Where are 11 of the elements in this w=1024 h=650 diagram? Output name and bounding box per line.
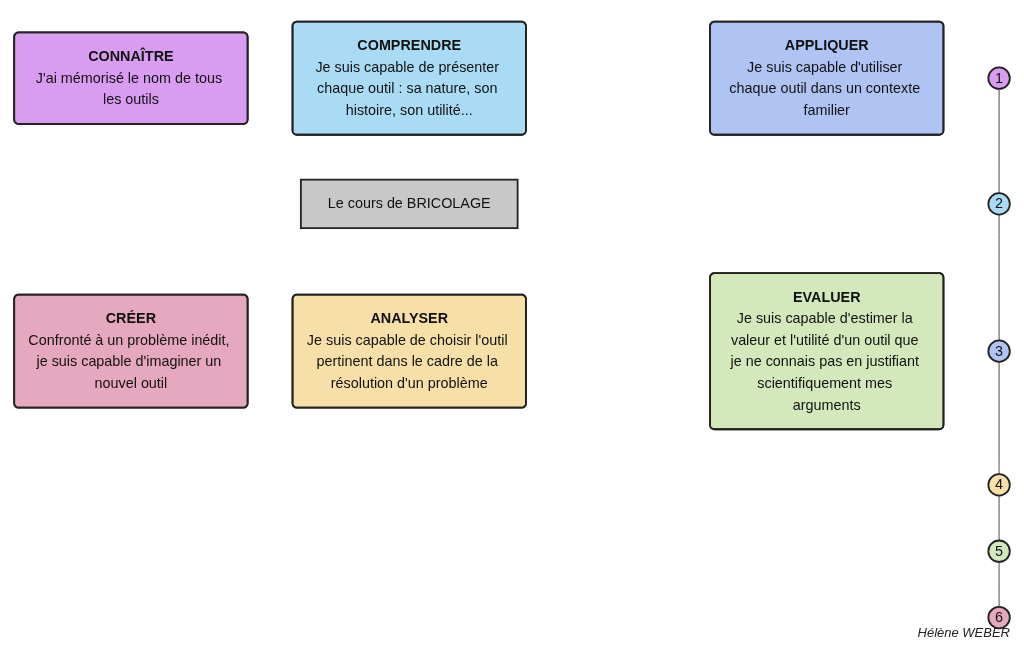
node-circle: 2: [987, 192, 1011, 216]
connector: [998, 495, 1000, 541]
connector: [998, 214, 1000, 341]
connector: [998, 561, 1000, 608]
connector: [998, 361, 1000, 475]
node-circle: 3: [987, 339, 1011, 363]
node-box: Le cours de BRICOLAGE: [299, 178, 519, 230]
connector: [998, 88, 1000, 194]
node-circle: 1: [987, 66, 1011, 90]
node-circle: 5: [987, 539, 1011, 563]
node-circle: 4: [987, 473, 1011, 497]
